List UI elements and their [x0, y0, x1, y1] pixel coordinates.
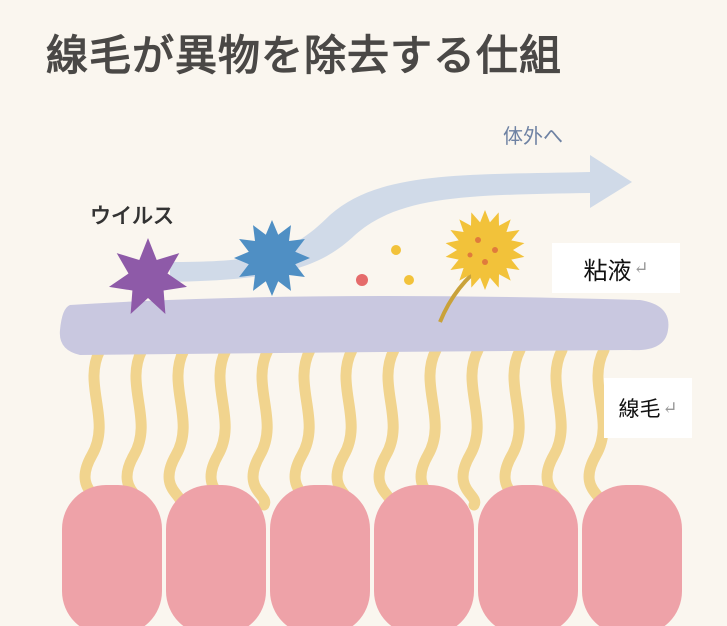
cilium [289, 344, 316, 511]
epithelial-cell [582, 485, 682, 626]
cilia-label: 線毛 [618, 397, 661, 421]
cilia-group [79, 344, 610, 511]
particle-yellow [391, 245, 401, 255]
cilium [373, 344, 400, 511]
cell-layer [62, 485, 682, 626]
epithelial-cell [374, 485, 474, 626]
particle-red [356, 274, 368, 286]
epithelial-cell [62, 485, 162, 626]
epithelial-cell [166, 485, 266, 626]
virus-label: ウイルス [90, 204, 174, 228]
cilium [247, 344, 274, 511]
particle-yellow [404, 275, 414, 285]
epithelial-cell [270, 485, 370, 626]
return-icon: ↵ [633, 257, 649, 279]
mucus-layer [59, 296, 669, 355]
cilium [541, 344, 568, 511]
return-icon: ↵ [662, 397, 678, 419]
mucus-label-box: 粘液↵ [552, 243, 680, 293]
pollen-dots [467, 237, 498, 265]
cilium [121, 344, 148, 511]
cilium [415, 344, 442, 511]
pollen-icon [445, 210, 525, 290]
page-title: 線毛が異物を除去する仕組 [46, 31, 563, 80]
epithelial-cell [478, 485, 578, 626]
cilium [163, 344, 190, 511]
cilium [457, 344, 484, 511]
virus-blue-icon [234, 220, 310, 296]
cilium [331, 344, 358, 511]
cilium [79, 344, 106, 511]
cilium [205, 344, 232, 511]
cilia-label-box: 線毛↵ [604, 378, 692, 438]
virus-purple-icon [109, 238, 187, 314]
mucus-label: 粘液 [583, 256, 632, 285]
cilium [583, 344, 610, 511]
cilium [499, 344, 526, 511]
outside-label: 体外へ [503, 124, 563, 148]
